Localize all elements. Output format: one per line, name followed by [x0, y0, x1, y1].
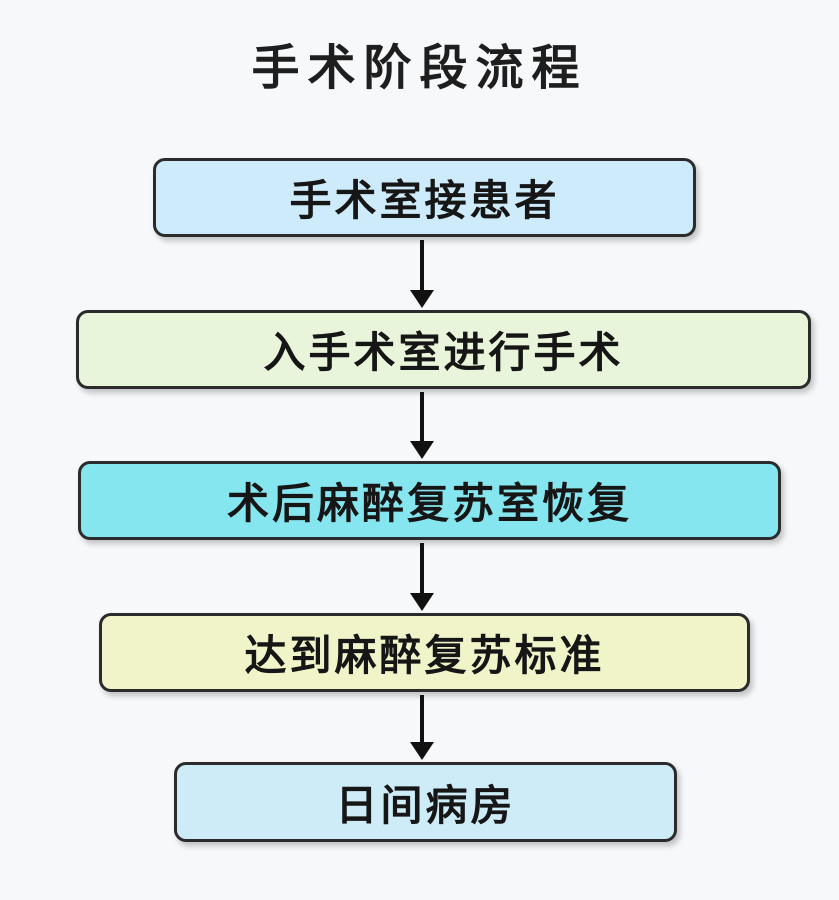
- arrow-down-icon: [410, 695, 434, 760]
- step-recovery-room: 术后麻醉复苏室恢复: [78, 461, 781, 540]
- arrow-down-icon: [410, 392, 434, 459]
- arrow-down-icon: [410, 240, 434, 308]
- arrow-down-icon: [410, 543, 434, 611]
- step-receive-patient: 手术室接患者: [153, 158, 696, 237]
- step-surgery: 入手术室进行手术: [76, 310, 811, 389]
- diagram-title: 手术阶段流程: [251, 40, 588, 96]
- step-recovery-standard: 达到麻醉复苏标准: [99, 613, 750, 692]
- step-day-ward: 日间病房: [174, 762, 677, 842]
